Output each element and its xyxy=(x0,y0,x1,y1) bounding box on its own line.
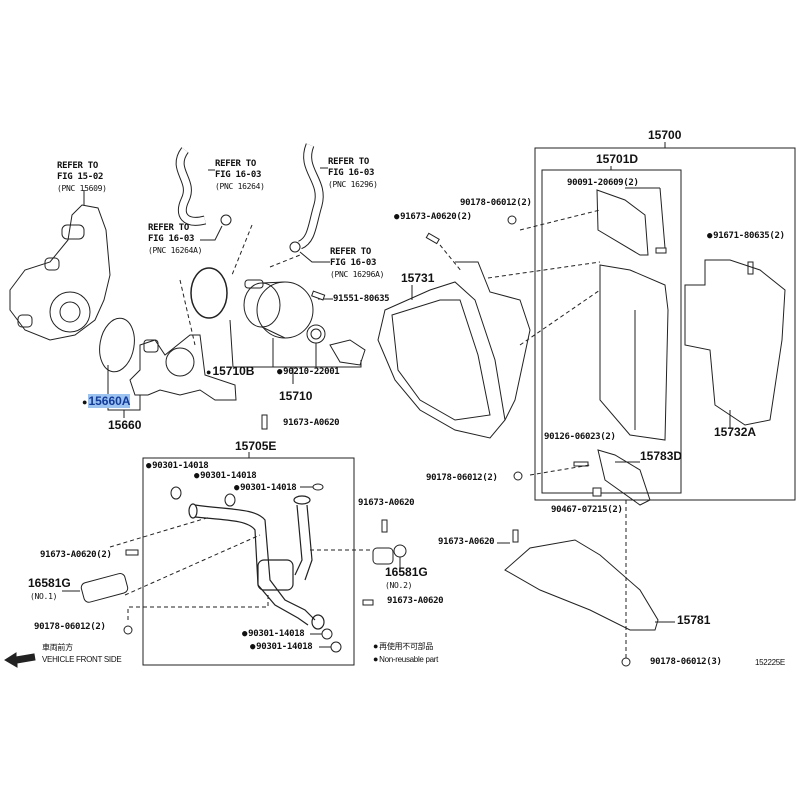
part-label-sub: (NO.1) xyxy=(30,592,58,601)
o-ring-large xyxy=(190,267,228,319)
ref-line: REFER TO xyxy=(328,157,369,167)
part-label[interactable]: 15660 xyxy=(108,418,142,432)
ref-line: (PNC 16264) xyxy=(215,182,265,191)
part-label-15660a[interactable]: 15660A xyxy=(82,394,131,408)
part-label[interactable]: 90091-20609(2) xyxy=(567,178,639,188)
water-outlet-15660 xyxy=(129,334,237,401)
part-label[interactable]: 15732A xyxy=(714,425,757,439)
ref-line: FIG 15-02 xyxy=(57,172,104,182)
intercooler-15701D xyxy=(596,189,669,441)
water-hose-15705E xyxy=(188,495,325,630)
cover-15732A xyxy=(684,259,786,426)
ref-line: REFER TO xyxy=(148,223,189,233)
undercover-15781 xyxy=(504,539,659,631)
figure-id: 152225E xyxy=(755,658,785,667)
water-pump-housing xyxy=(9,190,111,341)
part-label[interactable]: 90301-14018 xyxy=(146,461,209,471)
part-label[interactable]: 90210-22001 xyxy=(277,367,340,377)
ref-line: FIG 16-03 xyxy=(215,170,262,180)
o-ring xyxy=(99,317,135,373)
part-label[interactable]: 90178-06012(2) xyxy=(34,622,106,632)
part-label[interactable]: 91673-A0620 xyxy=(438,537,495,547)
part-label-sub: (NO.2) xyxy=(385,581,413,590)
ref-line: REFER TO xyxy=(57,161,98,171)
part-label[interactable]: 15700 xyxy=(648,128,682,142)
oil-cooler-15710 xyxy=(243,279,366,366)
legend-non-reusable-en: Non-reusable part xyxy=(373,654,438,665)
part-label[interactable]: 90301-14018 xyxy=(250,642,313,652)
part-label[interactable]: 90178-06012(2) xyxy=(426,473,498,483)
legend-non-reusable-jp: 再使用不可部品 xyxy=(373,641,433,652)
ref-line: FIG 16-03 xyxy=(330,258,377,268)
part-label[interactable]: 15781 xyxy=(677,613,711,627)
part-label[interactable]: 15710B xyxy=(206,365,254,377)
part-label[interactable]: 90301-14018 xyxy=(234,483,297,493)
assembly-box-15701D xyxy=(541,169,682,494)
ref-line: REFER TO xyxy=(215,159,256,169)
air-duct-15731 xyxy=(377,261,531,439)
part-label[interactable]: 91673-A0620 xyxy=(358,498,415,508)
ref-line: (PNC 15609) xyxy=(57,184,107,193)
part-label[interactable]: 15783D xyxy=(640,449,683,463)
hose-clamp-16581G-no2 xyxy=(372,544,407,565)
part-label[interactable]: 91671-80635(2) xyxy=(707,231,785,241)
part-label[interactable]: 90126-06023(2) xyxy=(544,432,616,442)
part-label[interactable]: 90178-06012(3) xyxy=(650,657,722,667)
vehicle-front-jp: 車両前方 xyxy=(42,643,73,652)
part-label[interactable]: 91551-80635 xyxy=(333,294,390,304)
part-label[interactable]: 90301-14018 xyxy=(242,629,305,639)
part-label[interactable]: 90301-14018 xyxy=(194,471,257,481)
ref-line: (PNC 16264A) xyxy=(148,246,203,255)
part-label[interactable]: 15710 xyxy=(279,389,313,403)
ref-line: FIG 16-03 xyxy=(328,168,375,178)
vehicle-front-en: VEHICLE FRONT SIDE xyxy=(42,655,122,664)
part-label[interactable]: 15705E xyxy=(235,439,277,453)
part-label[interactable]: 16581G xyxy=(28,576,71,590)
part-label[interactable]: 16581G xyxy=(385,565,428,579)
hose-clamp-16581G-no1 xyxy=(80,573,129,603)
assembly-box-15700 xyxy=(534,147,796,501)
bolts xyxy=(123,215,754,667)
part-label[interactable]: 15731 xyxy=(401,271,435,285)
bracket-15783D xyxy=(597,449,651,506)
part-label[interactable]: 90178-06012(2) xyxy=(460,198,532,208)
ref-line: (PNC 16296) xyxy=(328,180,378,189)
part-label[interactable]: 91673-A0620(2) xyxy=(394,212,472,222)
part-label[interactable]: 90467-07215(2) xyxy=(551,505,623,515)
part-label[interactable]: 91673-A0620 xyxy=(387,596,444,606)
part-label[interactable]: 91673-A0620 xyxy=(283,418,340,428)
ref-line: (PNC 16296A) xyxy=(330,270,385,279)
part-label[interactable]: 91673-A0620(2) xyxy=(40,550,112,560)
highlighted-part-number[interactable]: 15660A xyxy=(88,394,131,408)
ref-line: REFER TO xyxy=(330,247,371,257)
ref-line: FIG 16-03 xyxy=(148,234,195,244)
front-arrow-icon xyxy=(4,652,36,668)
part-label[interactable]: 15701D xyxy=(596,152,639,166)
